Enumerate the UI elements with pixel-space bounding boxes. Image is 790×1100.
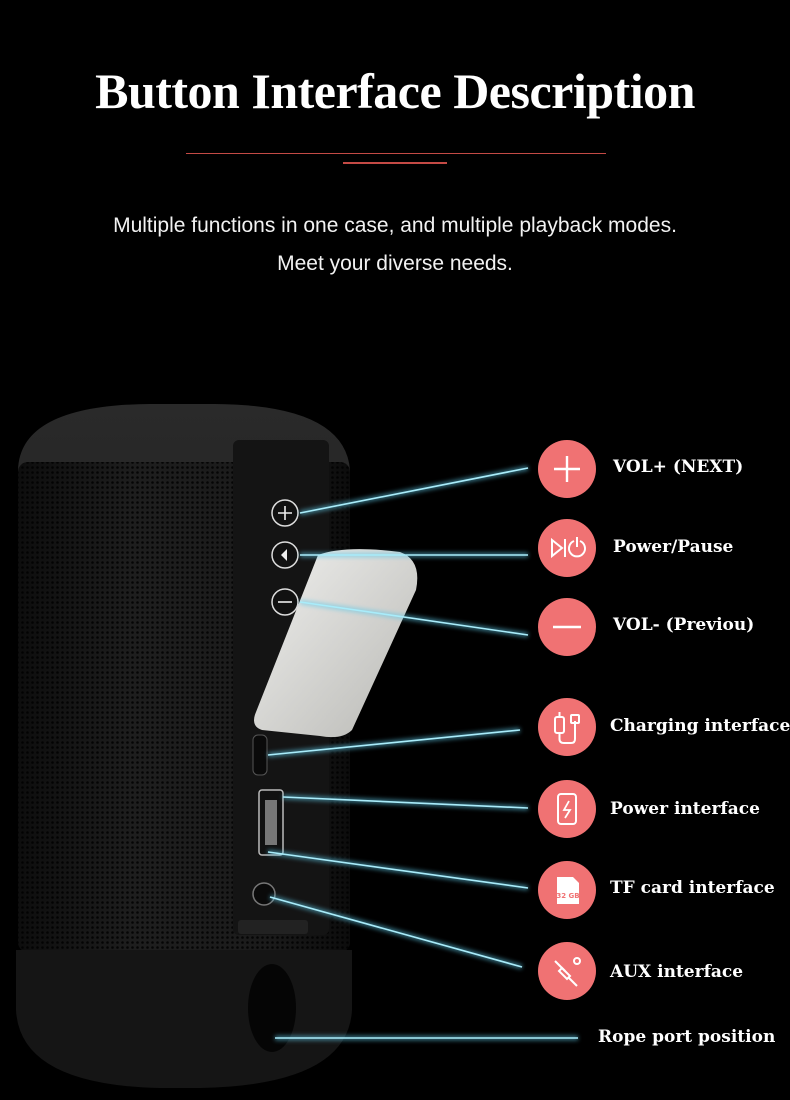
feature-label-power: Power interface [610, 799, 760, 819]
feature-label-power-pause: Power/Pause [613, 537, 734, 557]
aux-jack-icon [538, 942, 596, 1000]
title-divider-long [186, 153, 606, 154]
title-divider-short [343, 162, 447, 164]
play-power-icon [538, 519, 596, 577]
phone-charging-icon [538, 780, 596, 838]
subtitle-line-1: Multiple functions in one case, and mult… [113, 214, 677, 237]
feature-label-vol-up: VOL+ (NEXT) [613, 457, 744, 477]
subtitle-line-2: Meet your diverse needs. [277, 252, 513, 275]
plus-icon [538, 440, 596, 498]
minus-icon [538, 598, 596, 656]
feature-label-vol-down: VOL- (Previou) [613, 615, 755, 635]
svg-text:32 GB: 32 GB [556, 892, 579, 900]
feature-label-charging: Charging interface [610, 716, 790, 736]
feature-label-tf-card: TF card interface [610, 878, 775, 898]
feature-label-aux: AUX interface [610, 962, 744, 982]
usb-cable-icon [538, 698, 596, 756]
page-title: Button Interface Description [95, 63, 695, 119]
sd-card-icon: 32 GB [538, 861, 596, 919]
feature-label-rope-port: Rope port position [598, 1027, 776, 1047]
